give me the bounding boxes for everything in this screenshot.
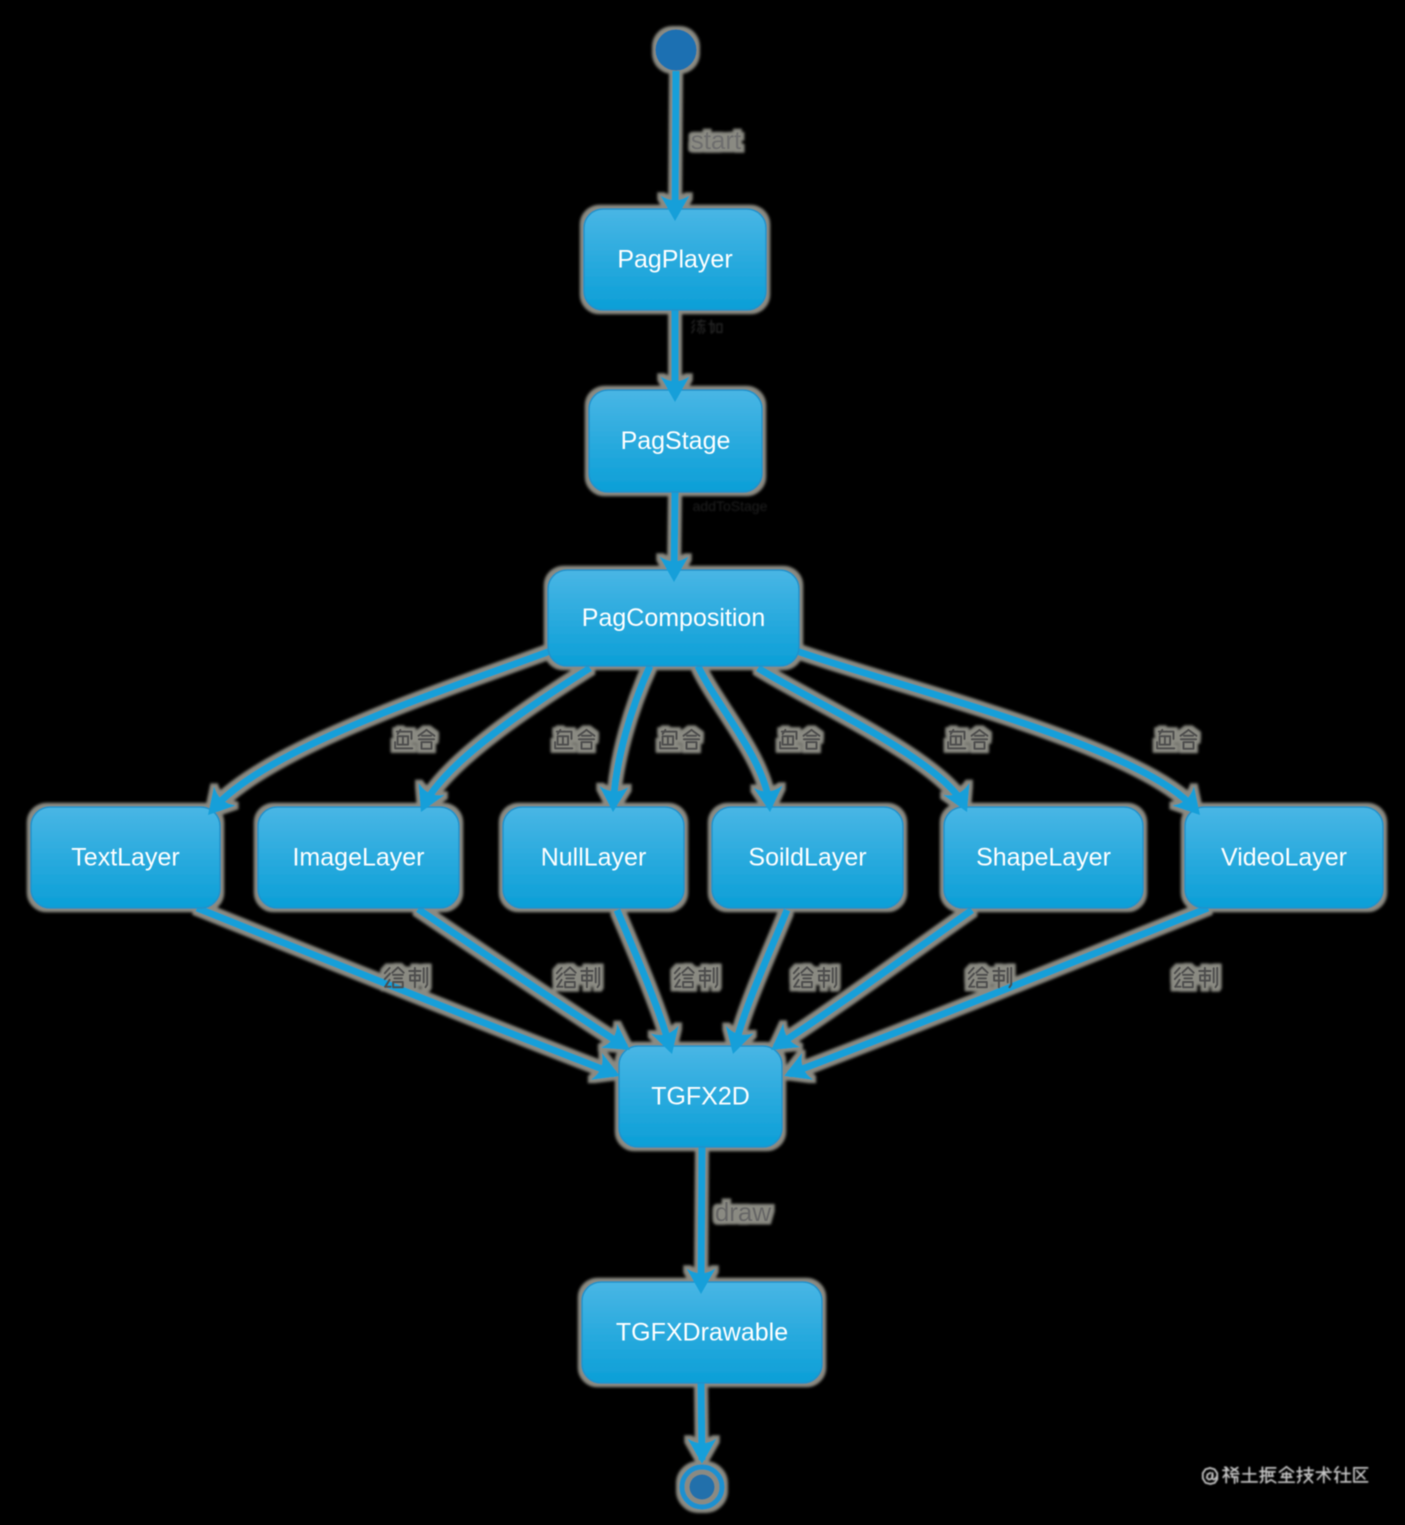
svg-text:TextLayer: TextLayer [71,844,179,872]
svg-text:NullLayer: NullLayer [541,844,647,872]
svg-text:draw: draw [715,1197,772,1227]
svg-text:VideoLayer: VideoLayer [1221,844,1347,872]
svg-text:SoildLayer: SoildLayer [748,844,866,872]
svg-text:TGFXDrawable: TGFXDrawable [616,1319,788,1347]
svg-text:ImageLayer: ImageLayer [292,844,424,872]
svg-text:start: start [691,125,742,155]
svg-text:PagStage: PagStage [621,427,731,455]
svg-text:PagPlayer: PagPlayer [617,246,732,274]
svg-text:PagComposition: PagComposition [582,604,765,632]
svg-text:addToStage: addToStage [693,498,768,514]
svg-text:TGFX2D: TGFX2D [651,1083,750,1111]
svg-text:ShapeLayer: ShapeLayer [976,844,1111,872]
